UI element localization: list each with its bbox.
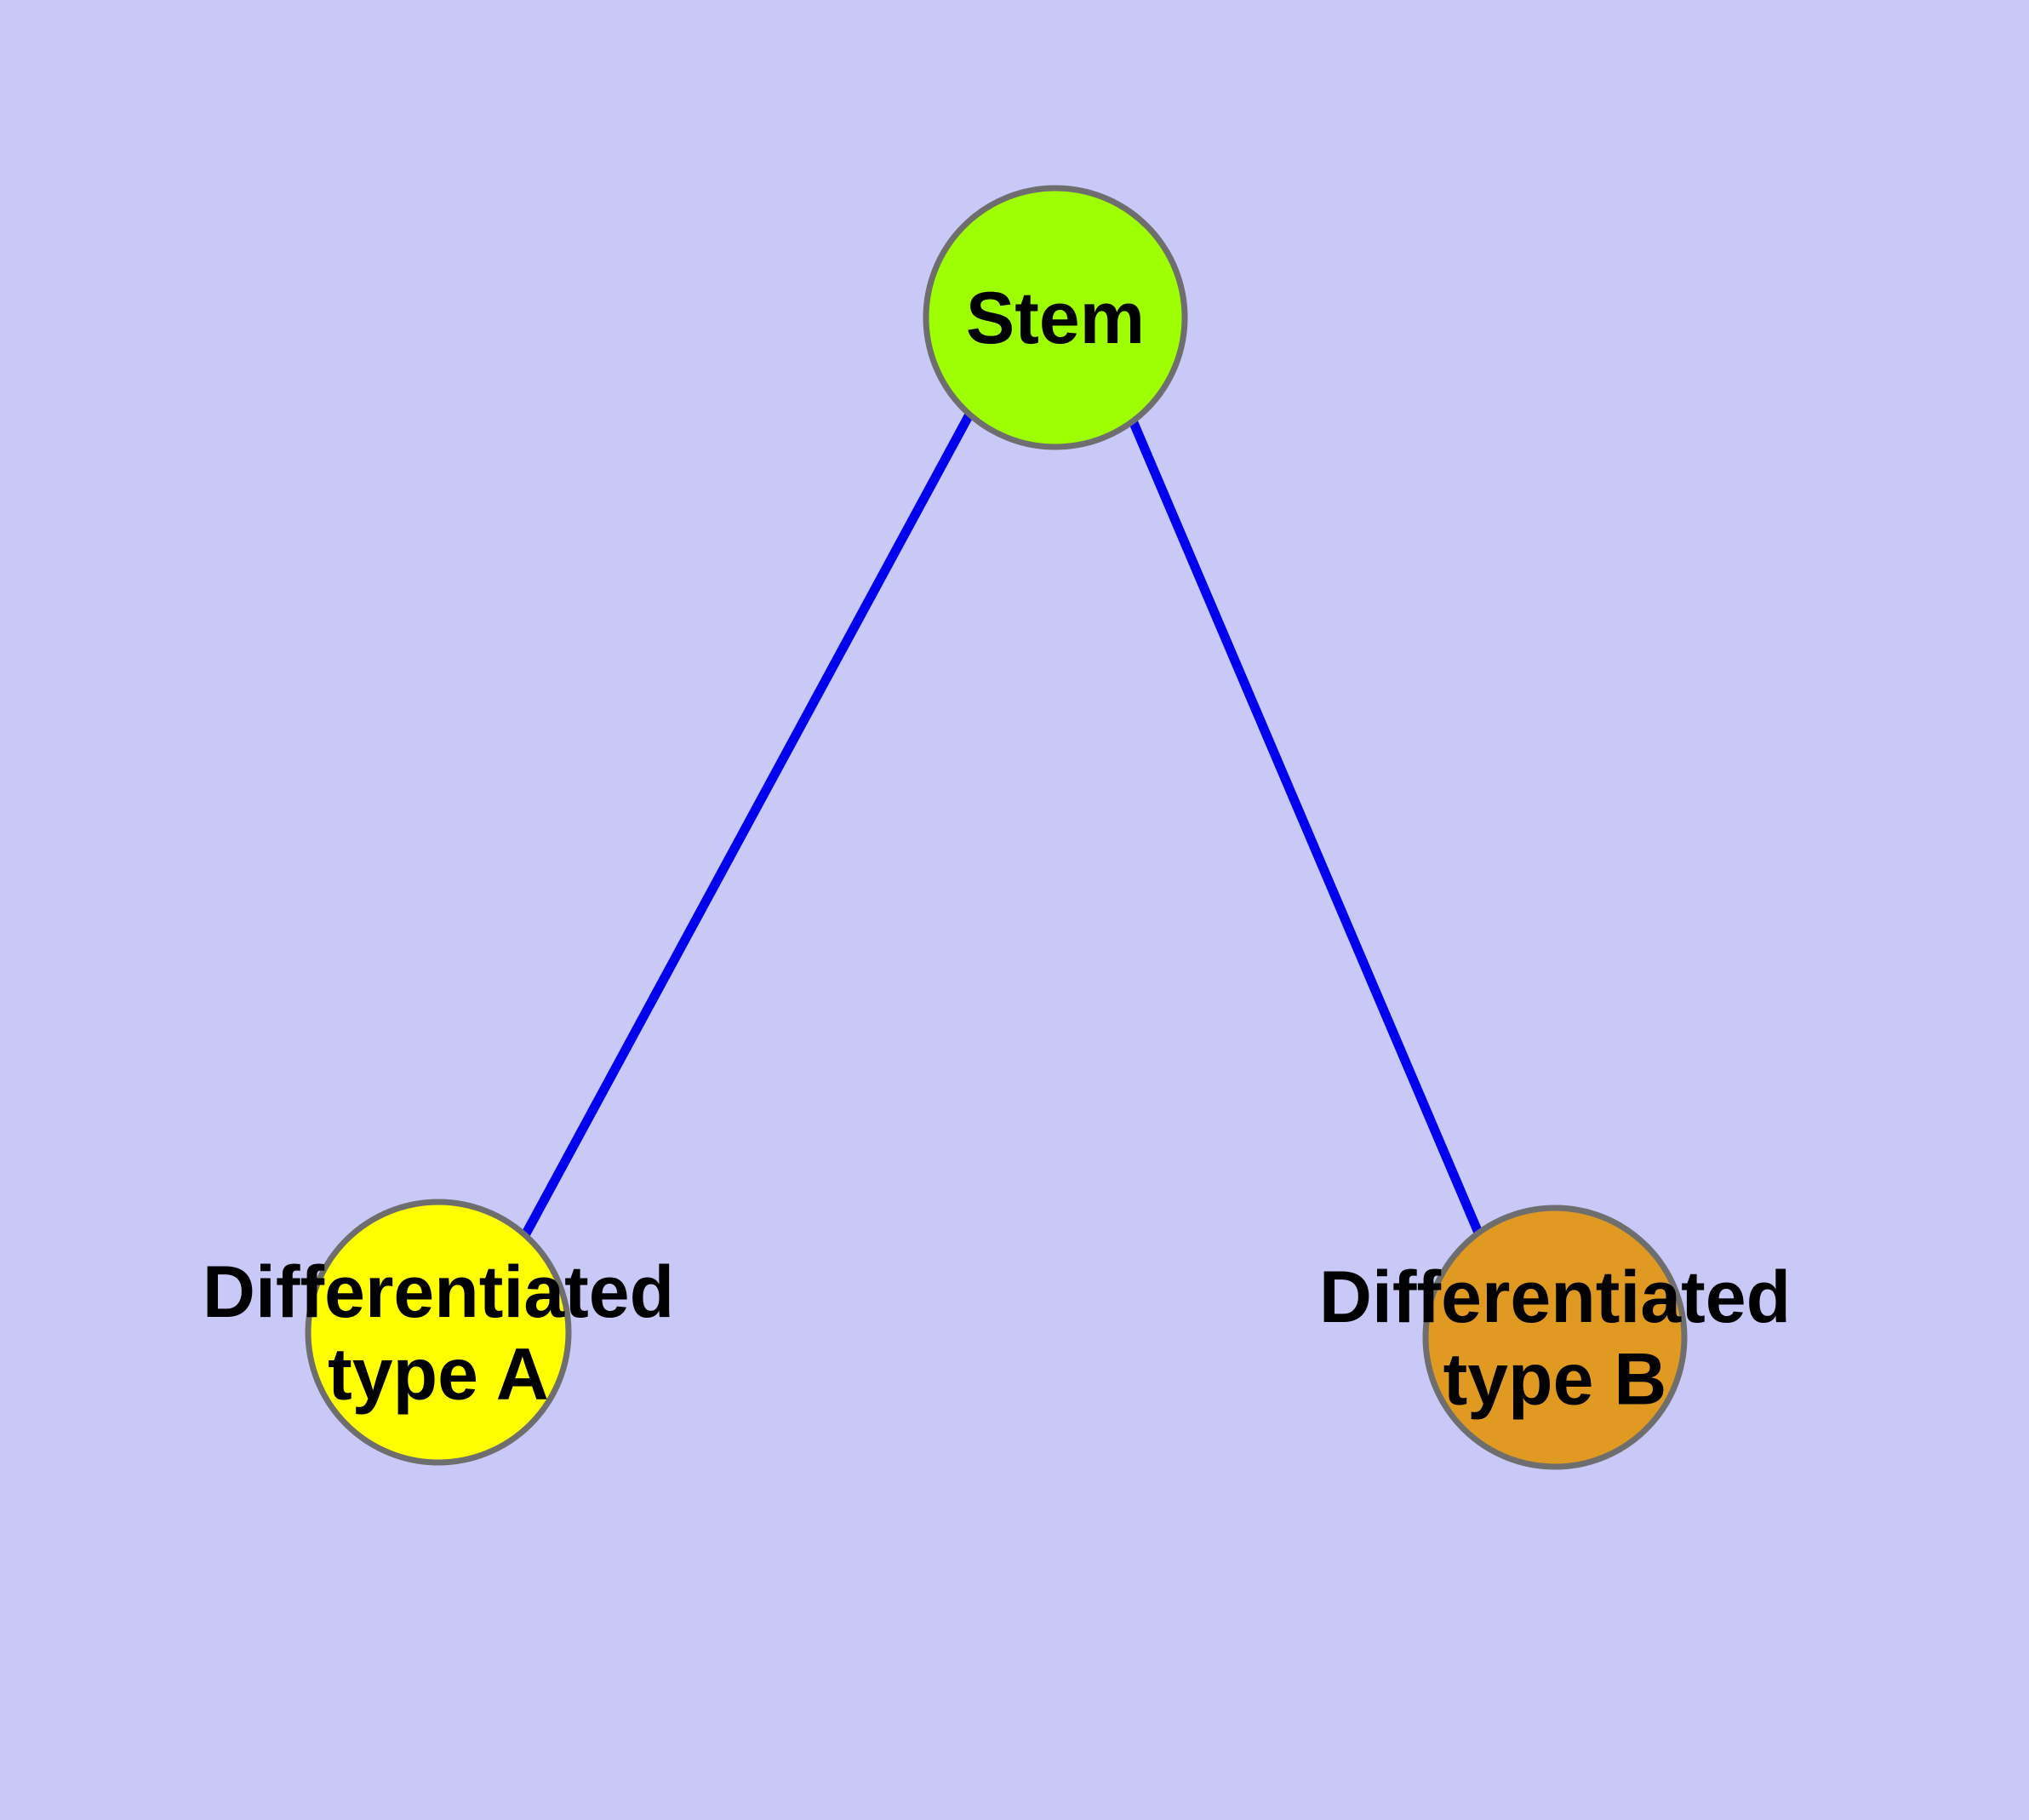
node-label-stem-line-1: Stem bbox=[966, 278, 1145, 359]
node-stem[interactable]: Stem bbox=[923, 185, 1188, 450]
edge-stem-to-diff-a[interactable] bbox=[521, 412, 974, 1238]
node-circle-stem[interactable] bbox=[923, 185, 1188, 450]
edge-stem-to-diff-b[interactable] bbox=[1127, 416, 1483, 1235]
node-label-diff-b-line-2: type B bbox=[1443, 1338, 1667, 1420]
node-label-diff-b-line-1: Differentiated bbox=[1319, 1256, 1791, 1338]
node-label-diff-a-line-1: Differentiated bbox=[203, 1251, 674, 1333]
node-label-diff-a-line-2: type A bbox=[328, 1333, 549, 1415]
node-circle-diff-a[interactable] bbox=[305, 1199, 572, 1466]
node-circle-diff-b[interactable] bbox=[1422, 1205, 1688, 1470]
edges-group bbox=[521, 412, 1483, 1238]
